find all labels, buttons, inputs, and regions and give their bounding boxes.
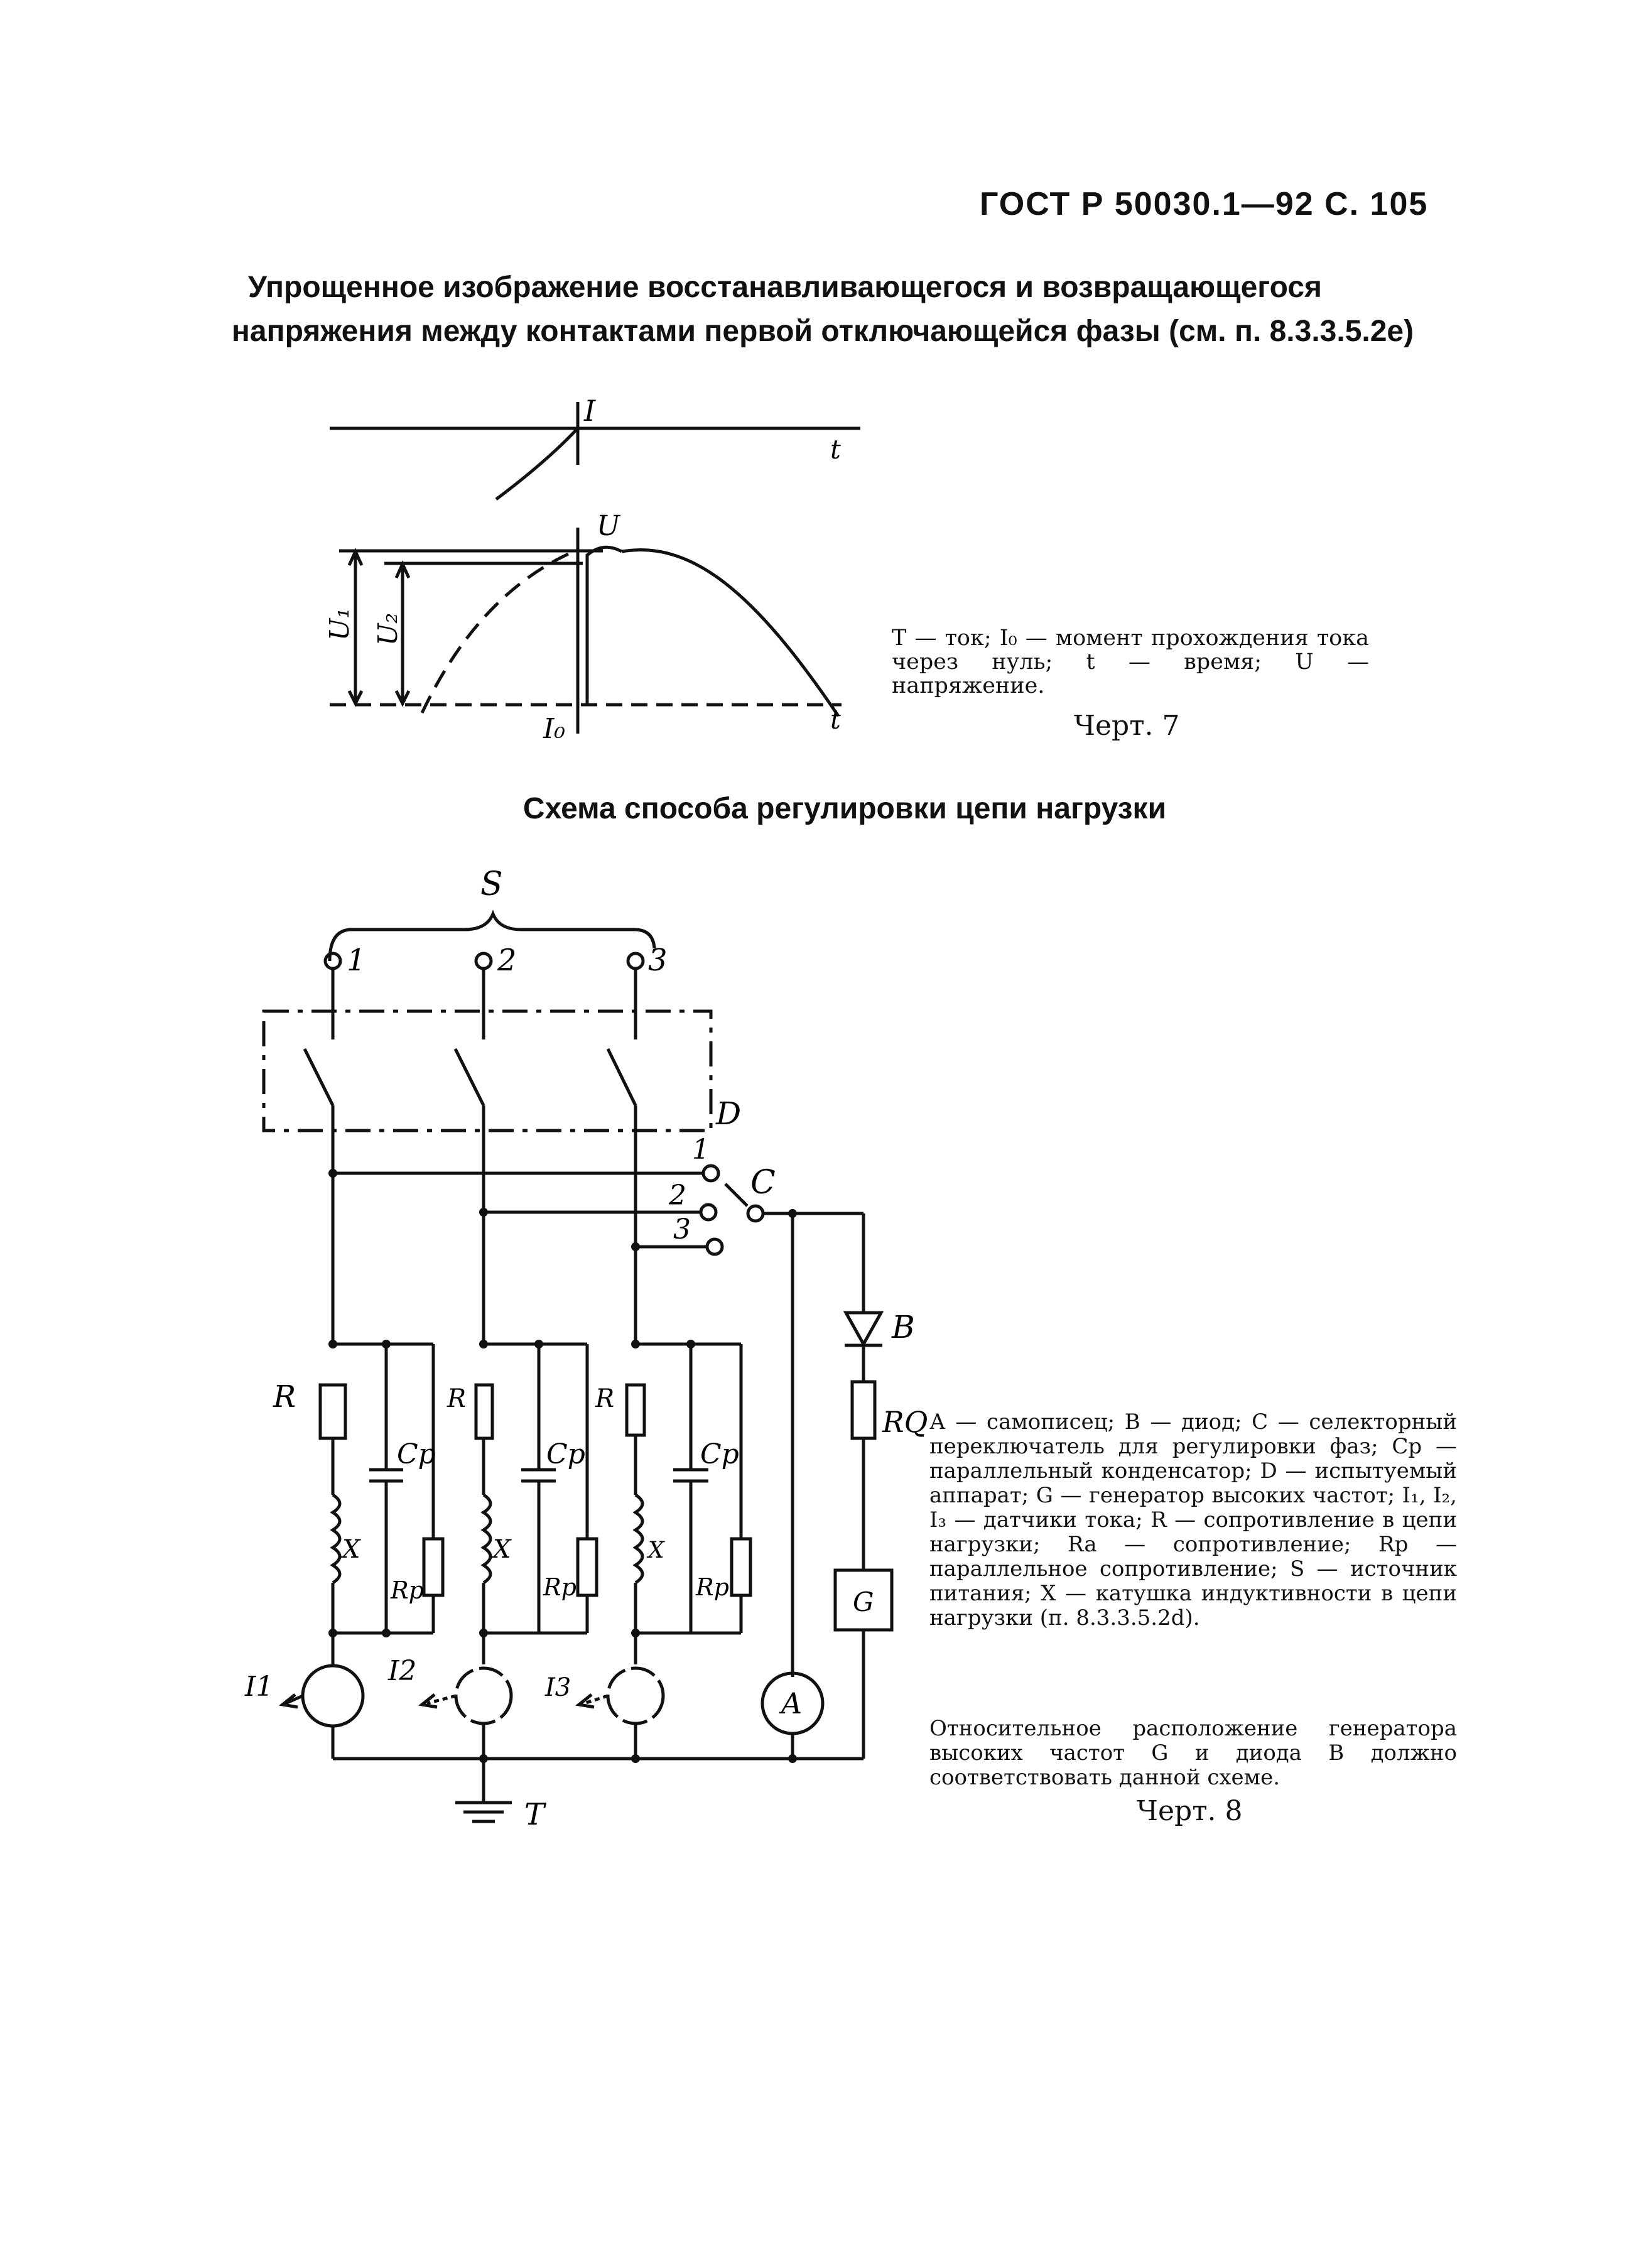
resistor-R-2 — [474, 1383, 494, 1440]
label-R-1: R — [273, 1379, 296, 1414]
label-Cp-2: Cp — [546, 1438, 585, 1470]
inductor-X-2 — [480, 1493, 492, 1585]
current-sensor-I2 — [454, 1666, 513, 1725]
prospective-voltage-curve — [420, 552, 570, 714]
label-t-bottom: t — [830, 704, 841, 735]
resistor-R-3 — [625, 1383, 646, 1437]
selector-common — [746, 1204, 765, 1223]
label-Cp-3: Cp — [700, 1438, 739, 1470]
label-Rp-3: Rp — [695, 1573, 729, 1601]
current-sensor-I3 — [606, 1666, 665, 1725]
figure7-legend: Т — ток; I₀ — момент прохождения тока че… — [892, 626, 1369, 698]
terminal-3 — [626, 952, 645, 970]
label-I: I — [583, 394, 596, 428]
selector-contact-2 — [699, 1203, 718, 1222]
current-curve — [495, 428, 578, 501]
diode — [843, 1311, 884, 1348]
inductor-X-1 — [330, 1493, 342, 1585]
figure8-note: Относительное расположение генератора вы… — [929, 1716, 1457, 1790]
label-Rp-2: Rp — [543, 1573, 576, 1601]
resistor-RQ — [850, 1380, 877, 1440]
label-selector-2: 2 — [668, 1180, 686, 1212]
figure7-title-line1: Упрощенное изображение восстанавливающег… — [247, 271, 1323, 304]
label-terminal-1: 1 — [347, 943, 366, 978]
label-R-2: R — [447, 1384, 466, 1413]
label-X-1: X — [340, 1535, 361, 1564]
device-under-test-box — [262, 1009, 713, 1132]
label-T: T — [524, 1797, 546, 1832]
label-I2: I2 — [387, 1655, 416, 1687]
figure7-title-line2: напряжения между контактами первой отклю… — [231, 315, 1414, 348]
parallel-resistor-1 — [422, 1537, 445, 1597]
label-t-top: t — [830, 434, 841, 465]
hf-generator-G — [833, 1568, 894, 1632]
terminal-2 — [474, 952, 493, 970]
label-terminal-3: 3 — [648, 943, 668, 978]
label-C: C — [750, 1164, 776, 1202]
figure8-legend: А — самописец; В — диод; С — селекторный… — [929, 1409, 1457, 1630]
switch-1 — [303, 1048, 335, 1107]
label-R-3: R — [595, 1384, 614, 1413]
inductor-X-3 — [632, 1493, 644, 1585]
recovery-voltage-curve — [621, 548, 840, 717]
parallel-resistor-3 — [730, 1537, 752, 1597]
label-S: S — [480, 865, 503, 903]
label-terminal-2: 2 — [497, 943, 517, 978]
label-U1: U₁ — [324, 608, 355, 641]
label-G: G — [853, 1587, 874, 1617]
label-Cp-1: Cp — [397, 1438, 436, 1470]
source-brace — [328, 909, 656, 962]
label-RQ: RQ — [882, 1405, 928, 1439]
label-U2: U₂ — [372, 613, 403, 646]
recorder-A — [761, 1671, 825, 1735]
figure8-title: Схема способа регулировки цепи нагрузки — [522, 792, 1167, 825]
resistor-R-1 — [318, 1383, 347, 1440]
label-U: U — [597, 510, 621, 542]
label-selector-1: 1 — [692, 1134, 710, 1166]
switch-2 — [453, 1048, 485, 1107]
page-header: ГОСТ Р 50030.1—92 С. 105 — [980, 186, 1429, 222]
label-D: D — [715, 1095, 741, 1132]
figure7-caption: Черт. 7 — [1074, 710, 1180, 742]
label-I1: I1 — [244, 1671, 273, 1703]
terminal-1 — [323, 952, 342, 970]
selector-contact-3 — [705, 1237, 724, 1256]
label-I0: I₀ — [543, 713, 565, 745]
selector-arm — [724, 1183, 749, 1207]
label-X-2: X — [491, 1535, 512, 1564]
label-B: B — [891, 1309, 915, 1345]
parallel-resistor-2 — [576, 1537, 598, 1597]
label-selector-3: 3 — [673, 1213, 691, 1245]
label-Rp-1: Rp — [390, 1576, 424, 1604]
label-I3: I3 — [544, 1673, 571, 1702]
label-X-3: X — [646, 1538, 665, 1563]
current-sensor-I1 — [301, 1664, 365, 1728]
switch-3 — [606, 1048, 637, 1107]
label-A: A — [779, 1686, 802, 1720]
selector-contact-1 — [701, 1164, 720, 1183]
figure8-caption: Черт. 8 — [1137, 1795, 1243, 1827]
